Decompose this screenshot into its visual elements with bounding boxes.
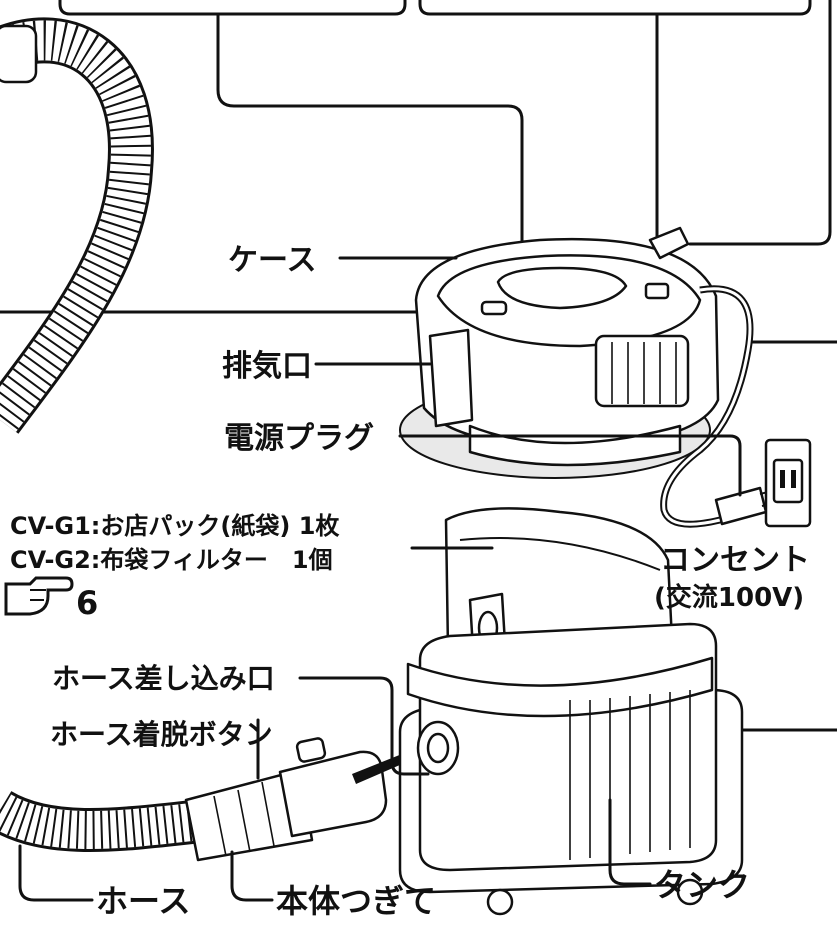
leader-body-joint <box>230 850 274 902</box>
hose-upper <box>0 17 154 434</box>
power-cord-core <box>662 287 752 526</box>
callout-box-top-left <box>58 0 407 16</box>
leader-hose-inlet <box>298 676 430 776</box>
label-exhaust: 排気口 <box>222 349 312 384</box>
pointing-hand-icon <box>4 576 74 616</box>
leader-plug <box>398 434 742 497</box>
label-hose-release: ホース着脱ボタン <box>50 718 273 751</box>
body-joint-connector <box>184 737 388 862</box>
hose-lower <box>0 790 213 852</box>
label-case: ケース <box>228 243 317 278</box>
label-body-joint: 本体つぎて <box>276 882 436 920</box>
vacuum-case <box>399 226 720 479</box>
label-power-plug: 電源プラグ <box>224 421 374 456</box>
leader-hose <box>18 844 94 902</box>
label-hose: ホース <box>96 882 190 920</box>
callout-box-top-right <box>418 0 812 16</box>
label-bag-line2: CV-G2:布袋フィルター 1個 <box>10 546 333 574</box>
label-ref-number: 6 <box>76 584 98 622</box>
tank <box>398 622 744 916</box>
label-outlet-line2: (交流100V) <box>654 582 804 613</box>
label-outlet-line1: コンセント <box>660 543 810 578</box>
wall-outlet-icon <box>764 438 812 528</box>
leader-top-box-to-handle <box>688 0 832 246</box>
label-tank: タンク <box>654 866 750 904</box>
label-hose-inlet: ホース差し込み口 <box>52 662 275 695</box>
label-bag-line1: CV-G1:お店パック(紙袋) 1枚 <box>10 512 339 540</box>
leader-tank <box>608 798 652 886</box>
hose-end-cuff <box>0 24 38 84</box>
